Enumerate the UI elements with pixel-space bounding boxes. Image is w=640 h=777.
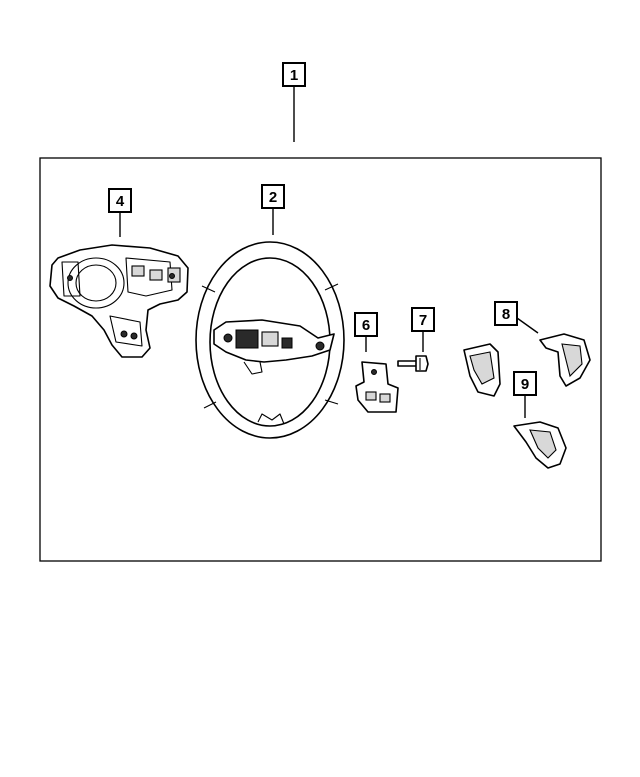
steering-wheel-icon[interactable] [195,241,345,439]
callout-4-label: 4 [116,193,125,210]
callout-9[interactable]: 9 [513,371,537,396]
callout-2-label: 2 [269,189,277,206]
screw-icon[interactable] [397,355,429,372]
bracket-icon[interactable] [355,361,399,413]
callout-4[interactable]: 4 [108,188,132,213]
callout-7-label: 7 [419,312,427,329]
bezel-icon[interactable] [539,333,591,387]
callout-8-leader [516,317,539,334]
callout-8-label: 8 [502,306,510,323]
callout-8[interactable]: 8 [494,301,518,326]
callout-2[interactable]: 2 [261,184,285,209]
callout-7[interactable]: 7 [411,307,435,332]
callout-6-label: 6 [362,317,370,334]
bezel-icon-left[interactable] [463,343,501,397]
callout-9-label: 9 [521,376,529,393]
steering-wheel-back-cover-icon[interactable] [49,244,189,358]
assembly-frame [39,157,602,562]
callout-6[interactable]: 6 [354,312,378,337]
lower-bezel-icon[interactable] [513,421,567,469]
callout-1-label: 1 [290,67,298,84]
callout-1[interactable]: 1 [282,62,306,87]
